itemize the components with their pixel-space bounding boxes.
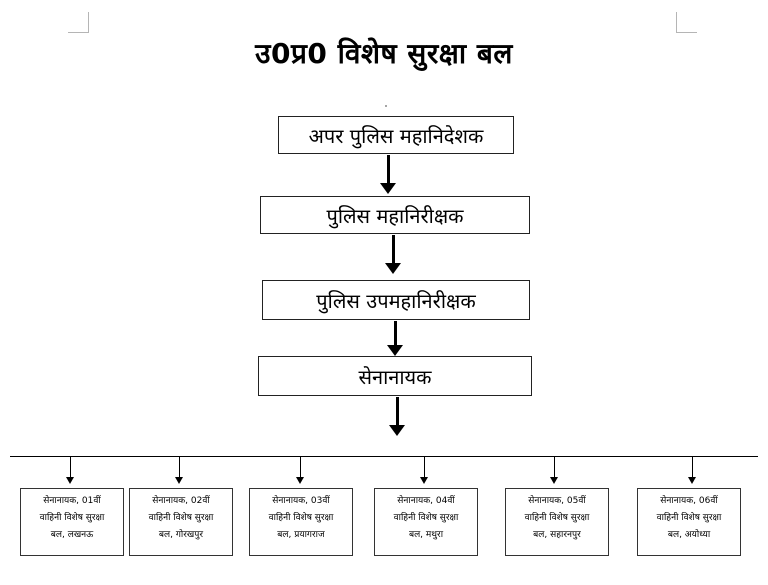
arrow-down-icon [387,321,403,357]
unit-label-line3: बल, सहारनपुर [533,530,581,540]
unit-label-line1: सेनानायक, 06वीं [660,496,718,506]
distribution-line [10,456,758,457]
arrow-down-icon [385,235,401,275]
unit-label-line2: वाहिनी विशेष सुरक्षा [268,513,334,523]
box-level-2-label: पुलिस महानिरीक्षक [326,203,464,228]
unit-arrow-icon [66,457,74,485]
unit-box-01: सेनानायक, 01वीं वाहिनी विशेष सुरक्षा बल,… [20,488,124,556]
unit-box-04: सेनानायक, 04वीं वाहिनी विशेष सुरक्षा बल,… [374,488,478,556]
unit-label-line3: बल, लखनऊ [50,530,94,540]
stray-dot [385,105,387,107]
unit-box-02: सेनानायक, 02वीं वाहिनी विशेष सुरक्षा बल,… [129,488,233,556]
unit-label-line1: सेनानायक, 01वीं [43,496,101,506]
box-level-1: अपर पुलिस महानिदेशक [278,116,514,154]
page-corner-mark-top-left [68,12,89,33]
unit-arrow-icon [296,457,304,485]
box-level-3-label: पुलिस उपमहानिरीक्षक [316,288,476,313]
unit-arrow-icon [420,457,428,485]
unit-label-line2: वाहिनी विशेष सुरक्षा [656,513,722,523]
unit-arrow-icon [550,457,558,485]
unit-label-line2: वाहिनी विशेष सुरक्षा [148,513,214,523]
unit-box-03: सेनानायक, 03वीं वाहिनी विशेष सुरक्षा बल,… [249,488,353,556]
unit-label-line1: सेनानायक, 02वीं [152,496,210,506]
arrow-down-icon [380,155,396,195]
box-level-1-label: अपर पुलिस महानिदेशक [308,123,484,148]
unit-arrow-icon [175,457,183,485]
box-level-2: पुलिस महानिरीक्षक [260,196,530,234]
arrow-down-icon [389,397,405,437]
unit-label-line3: बल, गोरखपुर [158,530,204,540]
unit-box-06: सेनानायक, 06वीं वाहिनी विशेष सुरक्षा बल,… [637,488,741,556]
box-level-3: पुलिस उपमहानिरीक्षक [262,280,530,320]
unit-label-line1: सेनानायक, 03वीं [272,496,330,506]
unit-label-line1: सेनानायक, 05वीं [528,496,586,506]
box-level-4: सेनानायक [258,356,532,396]
unit-label-line1: सेनानायक, 04वीं [397,496,455,506]
unit-label-line2: वाहिनी विशेष सुरक्षा [393,513,459,523]
page-corner-mark-top-right [676,12,697,33]
box-level-4-label: सेनानायक [358,364,432,389]
unit-label-line3: बल, मथुरा [408,530,444,540]
diagram-title: उ0प्र0 विशेष सुरक्षा बल [255,37,513,70]
unit-label-line2: वाहिनी विशेष सुरक्षा [524,513,590,523]
unit-box-05: सेनानायक, 05वीं वाहिनी विशेष सुरक्षा बल,… [505,488,609,556]
unit-label-line3: बल, अयोध्या [667,530,711,540]
unit-label-line3: बल, प्रयागराज [277,530,325,540]
unit-arrow-icon [688,457,696,485]
unit-label-line2: वाहिनी विशेष सुरक्षा [39,513,105,523]
